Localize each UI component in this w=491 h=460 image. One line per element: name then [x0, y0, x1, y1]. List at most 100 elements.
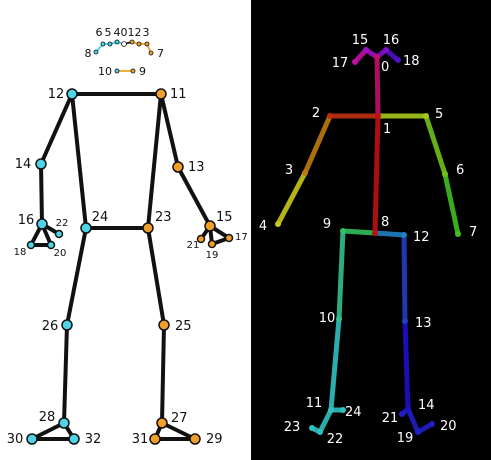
- bone-12-24: [70, 92, 88, 230]
- keypoint-label-21: 21: [382, 411, 399, 426]
- joint-label-26: 26: [42, 319, 59, 334]
- joint-21: [196, 234, 206, 244]
- keypoint-20: [429, 421, 435, 427]
- keypoint-6: [442, 171, 448, 177]
- limb-12-13: [401, 232, 408, 324]
- keypoint-label-22: 22: [327, 432, 344, 447]
- joint-label-21: 21: [187, 240, 200, 251]
- joint-label-24: 24: [92, 210, 109, 225]
- keypoint-label-9: 9: [323, 217, 331, 232]
- keypoint-21: [399, 411, 405, 417]
- joint-label-29: 29: [206, 432, 223, 447]
- keypoint-23: [309, 425, 315, 431]
- joint-26: [61, 319, 73, 331]
- bone-14-16: [39, 162, 44, 226]
- joint-27: [156, 417, 168, 429]
- keypoint-label-23: 23: [284, 420, 301, 435]
- joint-label-3: 3: [143, 26, 150, 39]
- keypoint-label-1: 1: [383, 122, 391, 137]
- joint-32: [68, 433, 80, 445]
- keypoint-label-24: 24: [345, 405, 362, 420]
- joint-label-1: 1: [128, 26, 135, 39]
- limb-6-7: [442, 171, 461, 237]
- keypoint-5: [423, 113, 429, 119]
- limb-8-12: [372, 230, 407, 238]
- bone-28-30: [30, 421, 66, 441]
- keypoint-label-19: 19: [397, 431, 414, 446]
- keypoint-22: [317, 429, 323, 435]
- keypoint-label-18: 18: [403, 54, 420, 69]
- joint-18: [26, 240, 36, 250]
- joint-9: [130, 68, 136, 74]
- limb-1-8: [372, 113, 381, 236]
- joint-15: [204, 220, 216, 232]
- joint-23: [142, 222, 154, 234]
- joint-22: [54, 229, 64, 239]
- joint-label-31: 31: [132, 432, 149, 447]
- joint-label-22: 22: [56, 218, 69, 229]
- joint-8: [93, 49, 99, 55]
- joint-label-32: 32: [85, 432, 102, 447]
- joint-label-30: 30: [7, 432, 24, 447]
- keypoint-label-15: 15: [352, 33, 369, 48]
- keypoint-2: [327, 113, 333, 119]
- joint-label-23: 23: [155, 210, 172, 225]
- keypoint-9: [340, 228, 346, 234]
- keypoint-18: [395, 57, 401, 63]
- joint-label-25: 25: [175, 319, 192, 334]
- joint-label-19: 19: [206, 250, 219, 261]
- joint-label-13: 13: [188, 160, 205, 175]
- limb-2-3: [302, 113, 333, 176]
- keypoint-label-17: 17: [332, 56, 349, 71]
- limb-11-22: [317, 407, 334, 435]
- right-skeleton-joints: [275, 47, 461, 435]
- joint-label-8: 8: [85, 47, 92, 60]
- keypoint-15: [363, 47, 369, 53]
- keypoint-label-6: 6: [456, 163, 464, 178]
- joint-6: [100, 41, 106, 47]
- bone-23-25: [146, 226, 166, 327]
- joint-label-6: 6: [96, 26, 103, 39]
- keypoint-label-5: 5: [435, 107, 443, 122]
- joint-31: [149, 433, 161, 445]
- joint-7: [148, 50, 154, 56]
- joint-2: [136, 41, 142, 47]
- keypoint-label-4: 4: [259, 219, 267, 234]
- bone-24-26: [65, 226, 88, 327]
- joint-14: [35, 158, 47, 170]
- joint-0: [121, 41, 127, 47]
- joint-label-9: 9: [139, 65, 146, 78]
- right-panel-background: [251, 0, 491, 460]
- joint-label-20: 20: [54, 248, 67, 259]
- joint-24: [80, 222, 92, 234]
- joint-20: [46, 240, 56, 250]
- bone-26-28: [62, 323, 69, 425]
- keypoint-10: [336, 316, 342, 322]
- keypoint-label-3: 3: [285, 163, 293, 178]
- keypoint-label-11: 11: [306, 396, 323, 411]
- limb-13-14: [402, 318, 411, 412]
- joint-label-16: 16: [18, 213, 35, 228]
- joint-label-2: 2: [135, 26, 142, 39]
- keypoint-label-14: 14: [418, 398, 435, 413]
- keypoint-14: [405, 406, 411, 412]
- keypoint-label-2: 2: [312, 106, 320, 121]
- joint-label-12: 12: [48, 87, 65, 102]
- joint-16: [36, 218, 48, 230]
- joint-19: [207, 239, 217, 249]
- keypoint-label-20: 20: [440, 419, 457, 434]
- bone-11-13: [159, 92, 180, 169]
- bone-23-11: [146, 92, 163, 230]
- joint-label-7: 7: [157, 47, 164, 60]
- keypoint-7: [455, 231, 461, 237]
- keypoint-3: [302, 170, 308, 176]
- joint-3: [144, 41, 150, 47]
- keypoint-label-12: 12: [413, 230, 430, 245]
- limb-0-1: [374, 54, 381, 119]
- limb-3-4: [275, 170, 308, 227]
- keypoint-0: [374, 54, 380, 60]
- keypoint-label-16: 16: [383, 33, 400, 48]
